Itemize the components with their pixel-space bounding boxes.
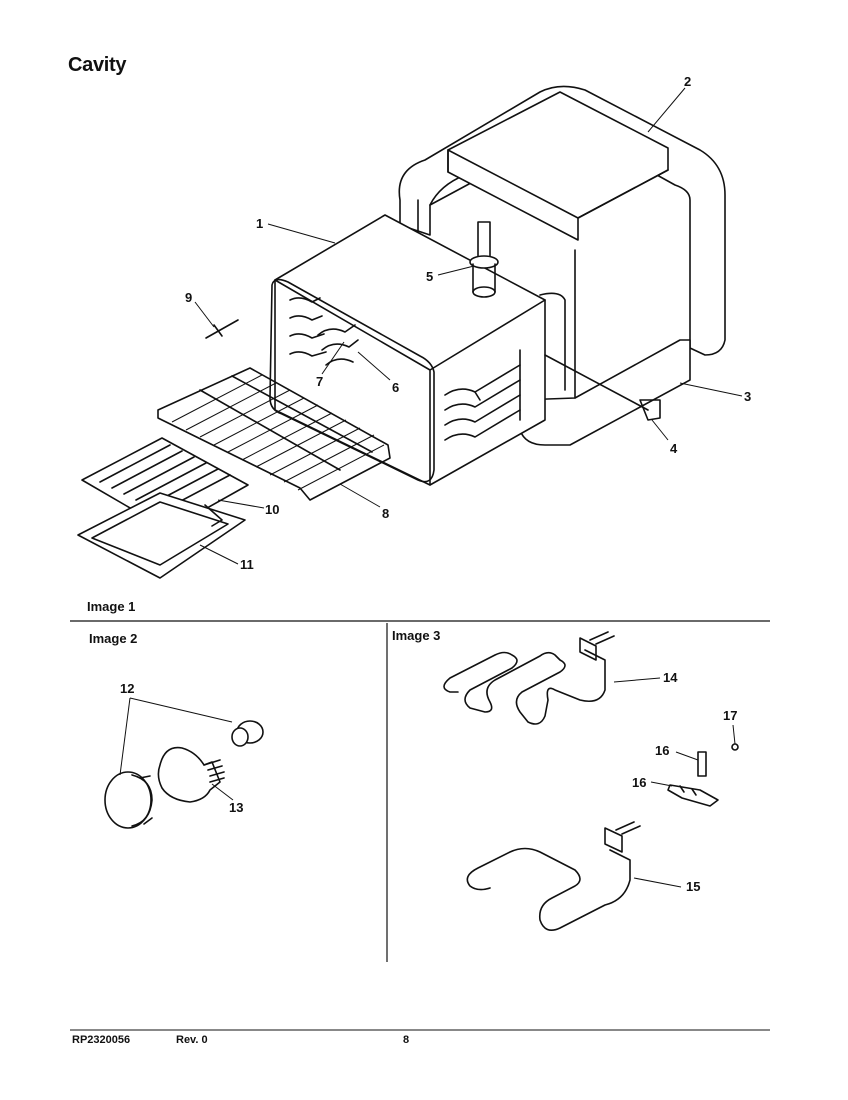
page-title: Cavity	[68, 54, 127, 76]
callout-16a: 16	[655, 743, 669, 758]
image3-caption: Image 3	[392, 628, 441, 643]
callout-10: 10	[265, 502, 279, 517]
callout-7: 7	[316, 374, 323, 389]
footer-revision: Rev. 0	[176, 1034, 208, 1046]
callout-6: 6	[392, 380, 399, 395]
rack-clip	[205, 319, 239, 339]
element-bracket	[697, 751, 707, 777]
oven-cavity-box	[269, 214, 546, 486]
terminal-wire	[544, 354, 661, 421]
callout-labels: 1 2 3 4 5 6 7 8 9 10 11 12 13 14 15 16 1…	[120, 74, 751, 894]
callout-3: 3	[744, 389, 751, 404]
callout-16b: 16	[632, 775, 646, 790]
callout-9: 9	[185, 290, 192, 305]
footer-part-number: RP2320056	[72, 1034, 131, 1046]
callout-1: 1	[256, 216, 263, 231]
leader-lines-image1	[194, 87, 743, 565]
footer-page-number: 8	[403, 1034, 410, 1046]
callout-15: 15	[686, 879, 700, 894]
callout-11: 11	[240, 557, 254, 572]
light-socket-ring	[231, 720, 264, 747]
callout-13: 13	[229, 800, 243, 815]
callout-2: 2	[684, 74, 691, 89]
callout-12: 12	[120, 681, 134, 696]
callout-5: 5	[426, 269, 433, 284]
leader-lines-image3	[613, 677, 736, 888]
callout-17: 17	[723, 708, 737, 723]
element-terminal-block	[667, 784, 719, 807]
light-bulb	[157, 746, 225, 803]
light-lens-cap	[104, 771, 153, 829]
callout-8: 8	[382, 506, 389, 521]
broil-element	[466, 821, 641, 931]
leader-lines-image2	[119, 697, 234, 801]
oven-rack-upper	[157, 367, 391, 501]
bake-element	[443, 631, 615, 725]
callout-4: 4	[670, 441, 678, 456]
image1-caption: Image 1	[87, 599, 136, 614]
top-insulation-pad	[447, 91, 669, 241]
sensor-probe	[469, 221, 499, 298]
element-screw	[731, 743, 739, 751]
image2-caption: Image 2	[89, 631, 138, 646]
callout-14: 14	[663, 670, 678, 685]
broil-pan	[77, 492, 246, 579]
